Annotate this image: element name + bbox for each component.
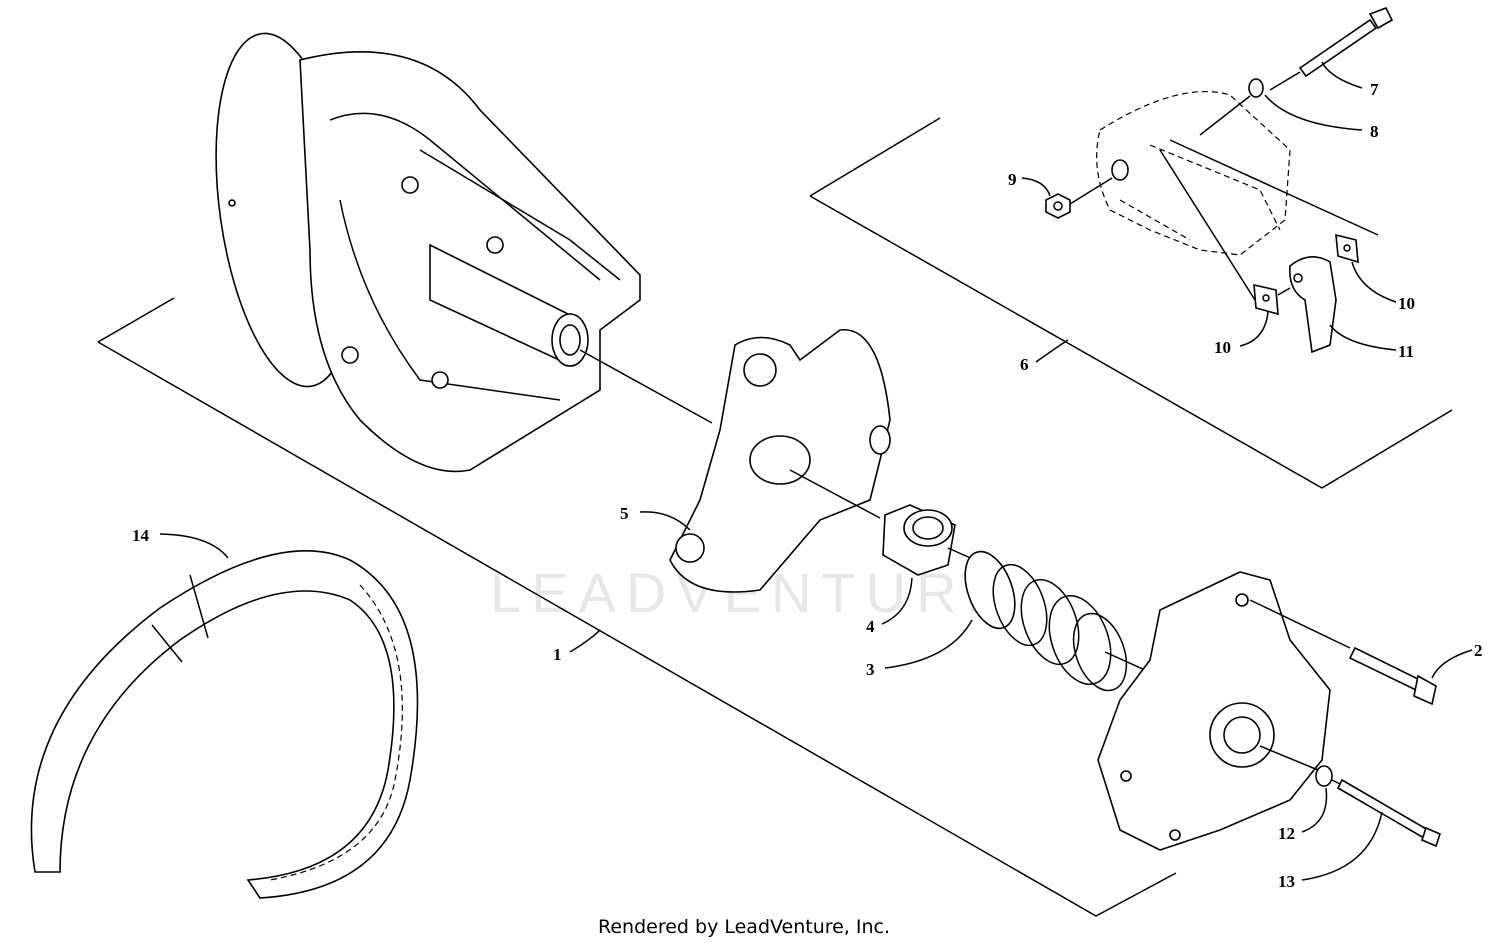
bracket-crossline-a xyxy=(1169,139,1379,236)
spider-part-5 xyxy=(669,329,891,593)
leader-8 xyxy=(1264,94,1363,131)
leader-10b xyxy=(1351,261,1397,303)
callout-5: 5 xyxy=(620,504,629,523)
bolt-part-13 xyxy=(1336,778,1441,848)
leader-6 xyxy=(1035,339,1069,363)
leader-1 xyxy=(569,629,601,653)
bracket-hole xyxy=(1111,159,1129,181)
leader-10a xyxy=(1239,311,1269,347)
washer-12-alignment-line xyxy=(1331,779,1341,785)
nut-alignment-line xyxy=(1069,177,1113,205)
callout-4: 4 xyxy=(866,617,875,636)
drive-belt-part-14 xyxy=(30,550,419,899)
callout-9: 9 xyxy=(1008,170,1017,189)
spring-part-3 xyxy=(964,550,1128,692)
spring-alignment-line xyxy=(1104,651,1146,671)
callout-10b: 10 xyxy=(1398,294,1415,313)
callout-1: 1 xyxy=(553,645,562,664)
assembly-6-frame xyxy=(809,117,941,197)
callout-11: 11 xyxy=(1398,342,1414,361)
callout-2: 2 xyxy=(1474,641,1483,660)
callout-8: 8 xyxy=(1370,122,1379,141)
callout-10a: 10 xyxy=(1214,338,1231,357)
pin-alignment-line xyxy=(1269,71,1301,91)
cover-alignment-line xyxy=(1259,745,1319,771)
clutch-housing xyxy=(215,32,641,473)
washer-part-12 xyxy=(1315,765,1333,787)
leader-13 xyxy=(1301,811,1383,881)
washer-part-8 xyxy=(1248,78,1264,98)
cover-plate xyxy=(1097,571,1331,851)
leader-2 xyxy=(1431,649,1473,679)
bolt-2-alignment-line xyxy=(1249,599,1351,649)
callout-12: 12 xyxy=(1278,824,1295,843)
assembly-6-frame-bottom xyxy=(809,195,1453,489)
bracket-crossline-b xyxy=(1159,149,1256,301)
washer-part-10b xyxy=(1335,233,1359,264)
assembly-1-frame xyxy=(97,297,175,343)
assembly-1-frame-bottom xyxy=(97,341,1177,917)
callout-7: 7 xyxy=(1370,80,1379,99)
leader-4 xyxy=(881,577,913,625)
leader-9 xyxy=(1021,177,1051,197)
bushing-part-4 xyxy=(882,504,956,576)
leader-14 xyxy=(159,533,229,559)
pin-part-7 xyxy=(1298,6,1394,78)
callout-14: 14 xyxy=(132,526,150,545)
bolt-part-2 xyxy=(1348,646,1437,706)
arm-bracket-reference xyxy=(1096,90,1291,256)
leader-5 xyxy=(639,511,691,531)
callout-13: 13 xyxy=(1278,872,1295,891)
shaft-alignment-line xyxy=(579,349,713,424)
spider-alignment-line xyxy=(789,469,881,519)
leader-11 xyxy=(1329,324,1397,351)
washer-8-alignment-line xyxy=(1199,95,1251,136)
nut-part-9 xyxy=(1045,193,1071,219)
weight-alignment-line xyxy=(1277,287,1291,296)
leader-12 xyxy=(1301,787,1328,833)
leader-7 xyxy=(1321,61,1363,89)
callout-6: 6 xyxy=(1020,355,1029,374)
weight-part-11 xyxy=(1288,256,1337,354)
leader-3 xyxy=(884,619,973,669)
callout-3: 3 xyxy=(866,660,875,679)
washer-part-10a xyxy=(1253,283,1279,316)
footer-credit: Rendered by LeadVenture, Inc. xyxy=(598,916,890,938)
